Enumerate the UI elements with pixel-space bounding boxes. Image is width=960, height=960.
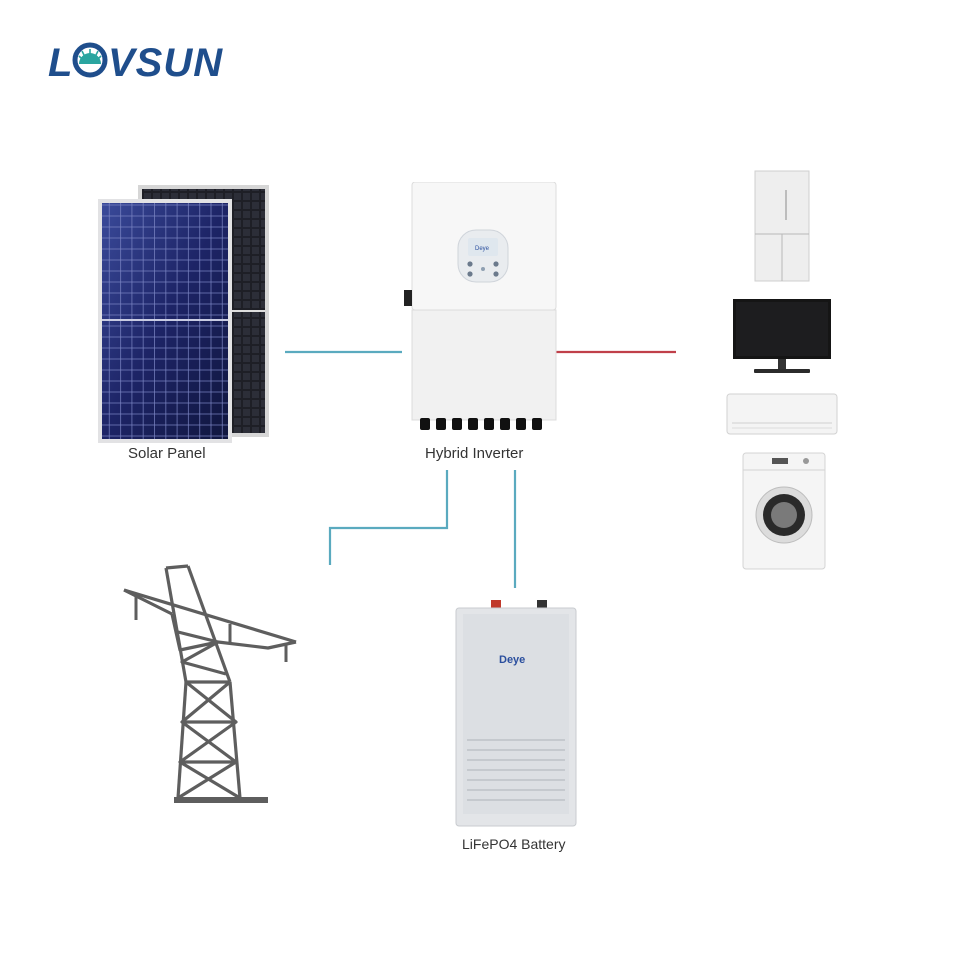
battery-brand-text: Deye [499, 654, 526, 666]
air-conditioner-icon [726, 393, 838, 435]
monitor-icon [732, 298, 832, 378]
svg-text:VSUN: VSUN [108, 41, 223, 84]
hybrid-inverter-icon: Deye [402, 182, 558, 434]
battery-label: LiFePO4 Battery [462, 836, 566, 852]
washing-machine-icon [742, 452, 826, 570]
solar-panel-label: Solar Panel [128, 445, 206, 462]
battery-icon [455, 600, 577, 828]
refrigerator-icon [754, 170, 810, 282]
inverter-to-grid-line [328, 470, 449, 565]
svg-text:Deye: Deye [475, 246, 490, 252]
solar-panel-icon [98, 183, 274, 443]
brand-logo: L VSUN [48, 38, 248, 84]
svg-text:L: L [48, 41, 73, 84]
hybrid-inverter-label: Hybrid Inverter [425, 445, 524, 462]
transmission-tower-icon [118, 562, 298, 806]
